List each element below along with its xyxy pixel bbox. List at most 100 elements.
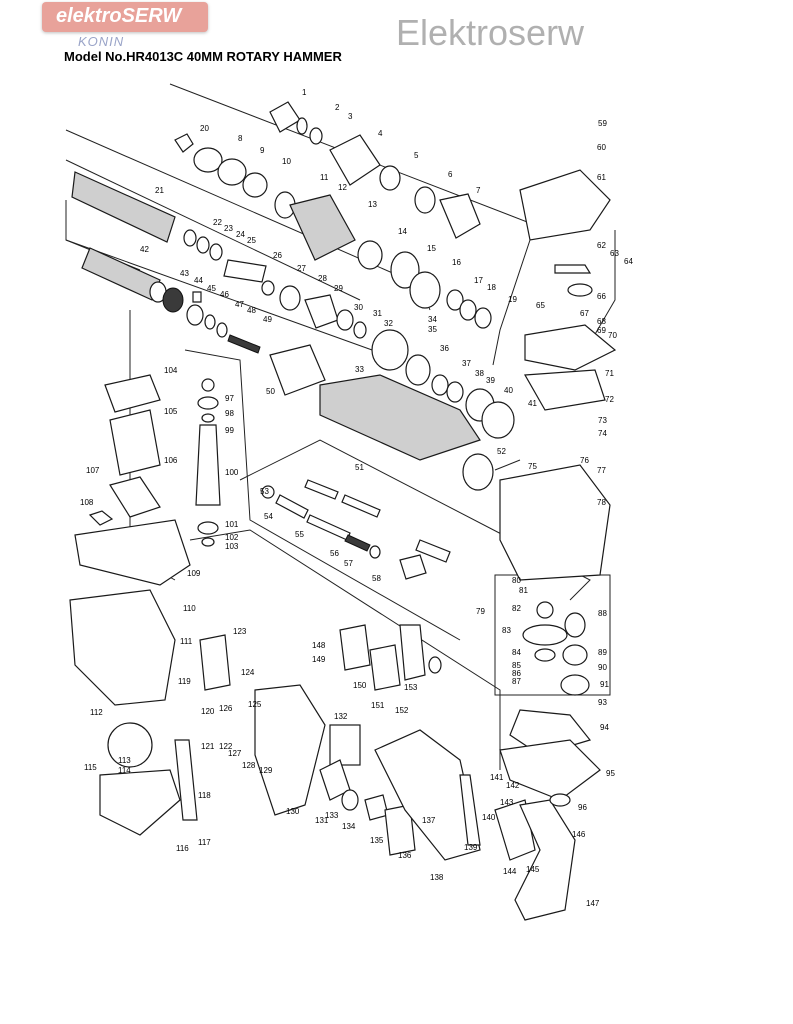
part-number-93: 93	[598, 698, 607, 707]
part-number-36: 36	[440, 344, 449, 353]
part-number-103: 103	[225, 542, 239, 551]
part-number-147: 147	[586, 899, 600, 908]
model-title: Model No.HR4013C 40MM ROTARY HAMMER	[64, 49, 342, 64]
part-number-124: 124	[241, 668, 255, 677]
part-number-119: 119	[178, 677, 191, 686]
part-number-81: 81	[519, 586, 528, 595]
part-number-140: 140	[482, 813, 496, 822]
part-number-47: 47	[235, 300, 244, 309]
part-number-52: 52	[497, 447, 506, 456]
part-number-24: 24	[236, 230, 245, 239]
part-number-19: 19	[508, 295, 517, 304]
armature-assembly	[195, 378, 221, 547]
part-number-15: 15	[427, 244, 436, 253]
part-number-110: 110	[183, 604, 196, 613]
part-number-49: 49	[263, 315, 272, 324]
part-number-67: 67	[580, 309, 589, 318]
part-number-152: 152	[395, 706, 409, 715]
part-number-20: 20	[200, 124, 209, 133]
part-number-66: 66	[597, 292, 606, 301]
part-number-9: 9	[260, 146, 265, 155]
part-number-79: 79	[476, 607, 485, 616]
part-number-40: 40	[504, 386, 513, 395]
part-number-127: 127	[228, 749, 242, 758]
part-number-117: 117	[198, 838, 211, 847]
part-number-46: 46	[220, 290, 229, 299]
brand-watermark: Elektroserw	[396, 12, 585, 53]
part-number-48: 48	[247, 306, 256, 315]
part-number-44: 44	[194, 276, 203, 285]
part-number-137: 137	[422, 816, 436, 825]
part-number-116: 116	[176, 844, 189, 853]
part-number-43: 43	[180, 269, 189, 278]
part-number-108: 108	[80, 498, 94, 507]
part-number-123: 123	[233, 627, 247, 636]
part-number-85: 85	[512, 661, 521, 670]
part-number-33: 33	[355, 365, 364, 374]
part-number-106: 106	[164, 456, 178, 465]
part-number-149: 149	[312, 655, 326, 664]
part-number-74: 74	[598, 429, 607, 438]
part-number-32: 32	[384, 319, 393, 328]
part-number-53: 53	[260, 487, 269, 496]
part-number-143: 143	[500, 798, 514, 807]
part-number-80: 80	[512, 576, 521, 585]
part-number-132: 132	[334, 712, 348, 721]
gear-cover-assembly	[499, 169, 617, 807]
part-number-37: 37	[462, 359, 471, 368]
part-number-148: 148	[312, 641, 326, 650]
crank-housing-assembly	[269, 329, 515, 491]
part-number-58: 58	[372, 574, 381, 583]
part-number-26: 26	[273, 251, 282, 260]
motor-housing-assembly	[69, 374, 191, 836]
part-number-141: 141	[490, 773, 504, 782]
part-number-5: 5	[414, 151, 419, 160]
part-number-131: 131	[315, 816, 329, 825]
part-number-121: 121	[201, 742, 215, 751]
part-number-38: 38	[475, 369, 484, 378]
part-number-76: 76	[580, 456, 589, 465]
logo-badge: elektroSERW	[42, 2, 208, 32]
part-number-109: 109	[187, 569, 201, 578]
part-number-118: 118	[198, 791, 211, 800]
part-number-134: 134	[342, 822, 356, 831]
part-number-96: 96	[578, 803, 587, 812]
part-number-112: 112	[90, 708, 103, 717]
part-number-94: 94	[600, 723, 609, 732]
part-number-87: 87	[512, 677, 521, 686]
part-number-153: 153	[404, 683, 418, 692]
part-number-69: 69	[597, 326, 606, 335]
part-number-138: 138	[430, 873, 444, 882]
part-number-83: 83	[502, 626, 511, 635]
logo-text: elektroSERW	[56, 5, 182, 27]
part-number-100: 100	[225, 468, 239, 477]
part-number-21: 21	[155, 186, 164, 195]
part-number-135: 135	[370, 836, 384, 845]
part-number-29: 29	[334, 284, 343, 293]
part-number-64: 64	[624, 257, 633, 266]
part-number-122: 122	[219, 742, 233, 751]
part-number-68: 68	[597, 317, 606, 326]
part-number-130: 130	[286, 807, 300, 816]
part-number-70: 70	[608, 331, 617, 340]
part-number-82: 82	[512, 604, 521, 613]
part-number-60: 60	[597, 143, 606, 152]
part-number-150: 150	[353, 681, 367, 690]
part-number-3: 3	[348, 112, 353, 121]
handle-assembly	[174, 634, 481, 861]
part-number-104: 104	[164, 366, 178, 375]
part-number-42: 42	[140, 245, 149, 254]
part-number-139: 139	[464, 843, 478, 852]
part-number-39: 39	[486, 376, 495, 385]
part-number-65: 65	[536, 301, 545, 310]
part-number-90: 90	[598, 663, 607, 672]
cylinder-assembly	[261, 479, 451, 580]
grip-assembly	[494, 799, 576, 921]
part-number-labels: 1234567891011121314151617181920212223242…	[80, 88, 633, 908]
part-number-91: 91	[600, 680, 609, 689]
part-number-72: 72	[605, 395, 614, 404]
part-number-115: 115	[84, 763, 97, 772]
part-number-97: 97	[225, 394, 234, 403]
part-number-45: 45	[207, 284, 216, 293]
logo-subtext: KONIN	[78, 34, 125, 49]
